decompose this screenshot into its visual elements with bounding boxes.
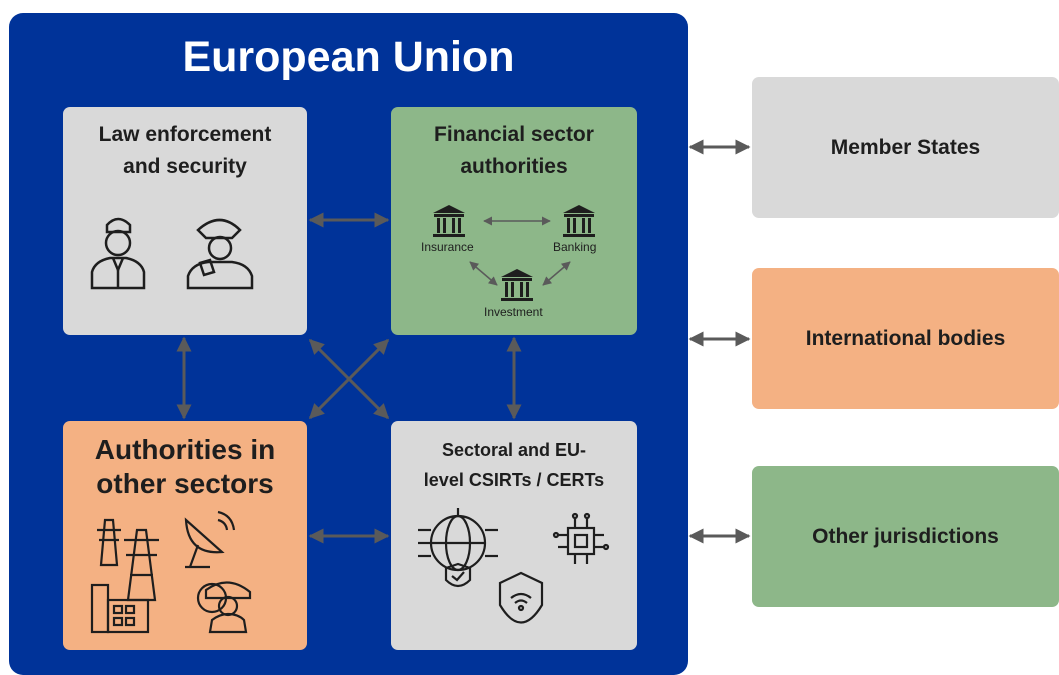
insurance-label: Insurance bbox=[421, 240, 474, 254]
eu-title: European Union bbox=[182, 33, 515, 81]
financial-title-line1: Financial sector bbox=[434, 123, 594, 146]
financial-title-line2: authorities bbox=[460, 155, 568, 178]
globe-network-shield-icon bbox=[418, 508, 498, 588]
arrow-banking-investment bbox=[542, 261, 571, 286]
banking-label: Banking bbox=[553, 240, 597, 254]
police-officer-icon bbox=[90, 217, 146, 290]
shield-wifi-icon bbox=[498, 571, 544, 624]
international-bodies-box: International bodies bbox=[752, 268, 1059, 409]
power-pylon-icon bbox=[97, 518, 159, 602]
international-bodies-label: International bodies bbox=[805, 326, 1006, 350]
csirts-title-line2: level CSIRTs / CERTs bbox=[423, 470, 605, 490]
factory-icon bbox=[90, 583, 150, 634]
chip-circuit-icon bbox=[552, 512, 610, 564]
financial-sector-title: Financial sector authorities bbox=[391, 119, 637, 183]
csirts-title: Sectoral and EU- level CSIRTs / CERTs bbox=[391, 435, 637, 495]
member-states-label: Member States bbox=[830, 135, 981, 159]
other-jurisdictions-box: Other jurisdictions bbox=[752, 466, 1059, 607]
law-enforcement-box: Law enforcement and security bbox=[63, 107, 307, 335]
other-sectors-title-line1: Authorities in bbox=[94, 434, 276, 465]
law-enforcement-title-line2: and security bbox=[123, 155, 247, 178]
bank-building-icon bbox=[433, 205, 595, 301]
law-enforcement-title: Law enforcement and security bbox=[63, 119, 307, 183]
other-jurisdictions-label: Other jurisdictions bbox=[812, 524, 999, 548]
other-sectors-title-line2: other sectors bbox=[96, 468, 274, 499]
law-enforcement-title-line1: Law enforcement bbox=[98, 123, 272, 146]
investment-label: Investment bbox=[484, 305, 543, 319]
csirts-title-line1: Sectoral and EU- bbox=[441, 440, 587, 460]
police-officer-with-badge-icon bbox=[186, 218, 254, 290]
arrow-other-financial bbox=[308, 338, 390, 420]
other-sectors-title: Authorities in other sectors bbox=[63, 433, 307, 501]
satellite-dish-icon bbox=[184, 510, 236, 569]
member-states-box: Member States bbox=[752, 77, 1059, 218]
arrow-insurance-investment bbox=[469, 261, 498, 286]
engineer-gear-icon bbox=[196, 581, 252, 634]
